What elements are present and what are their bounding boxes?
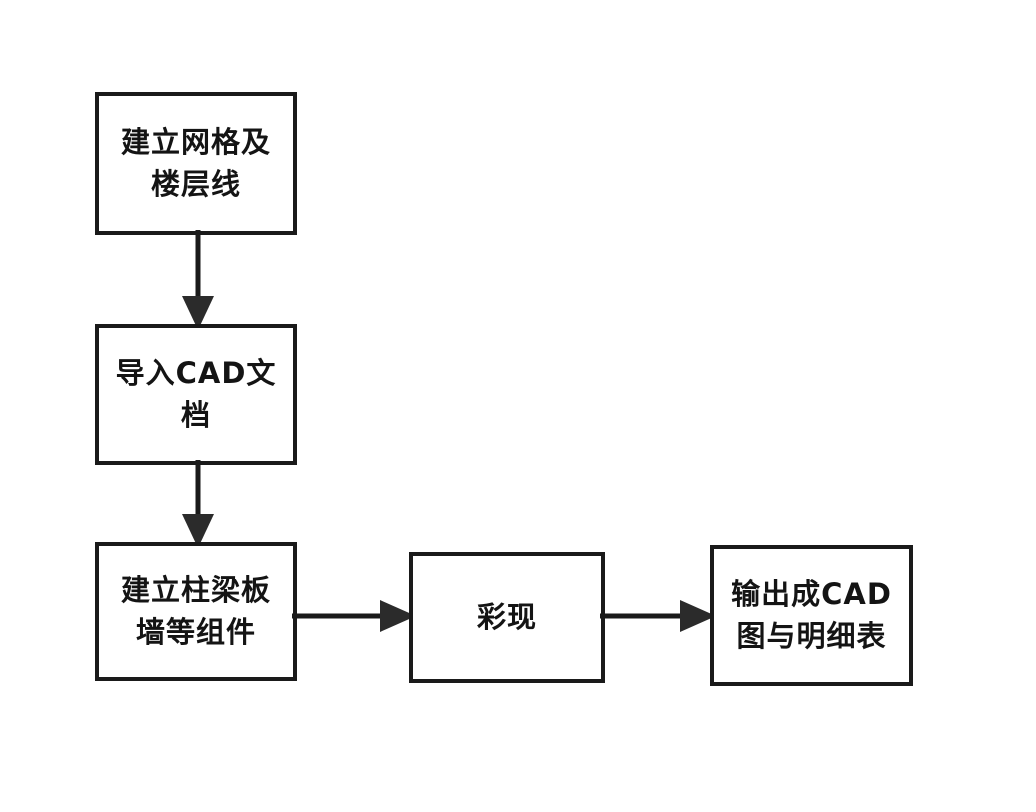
node-label: 建立网格及 楼层线 (120, 125, 271, 201)
flow-arrow-node4-to-node5 (600, 592, 716, 640)
node-label: 彩现 (476, 599, 537, 634)
flow-arrow-node3-to-node4 (292, 592, 416, 640)
node-label: 建立柱梁板 墙等组件 (120, 573, 271, 649)
flowchart-node-establish-grid-and-level-lines[interactable]: 建立网格及 楼层线 (95, 92, 297, 235)
flowchart-node-create-column-beam-slab-wall-components[interactable]: 建立柱梁板 墙等组件 (95, 542, 297, 681)
flowchart-node-rendering[interactable]: 彩现 (409, 552, 605, 683)
node-label: 导入CAD文 档 (115, 356, 277, 432)
node-label: 输出成CAD 图与明细表 (731, 577, 892, 653)
flowchart-node-import-cad-document[interactable]: 导入CAD文 档 (95, 324, 297, 465)
flow-arrow-node1-to-node2 (170, 230, 226, 330)
flow-arrow-node2-to-node3 (170, 460, 226, 548)
flowchart-node-export-cad-drawings-and-schedules[interactable]: 输出成CAD 图与明细表 (710, 545, 913, 686)
